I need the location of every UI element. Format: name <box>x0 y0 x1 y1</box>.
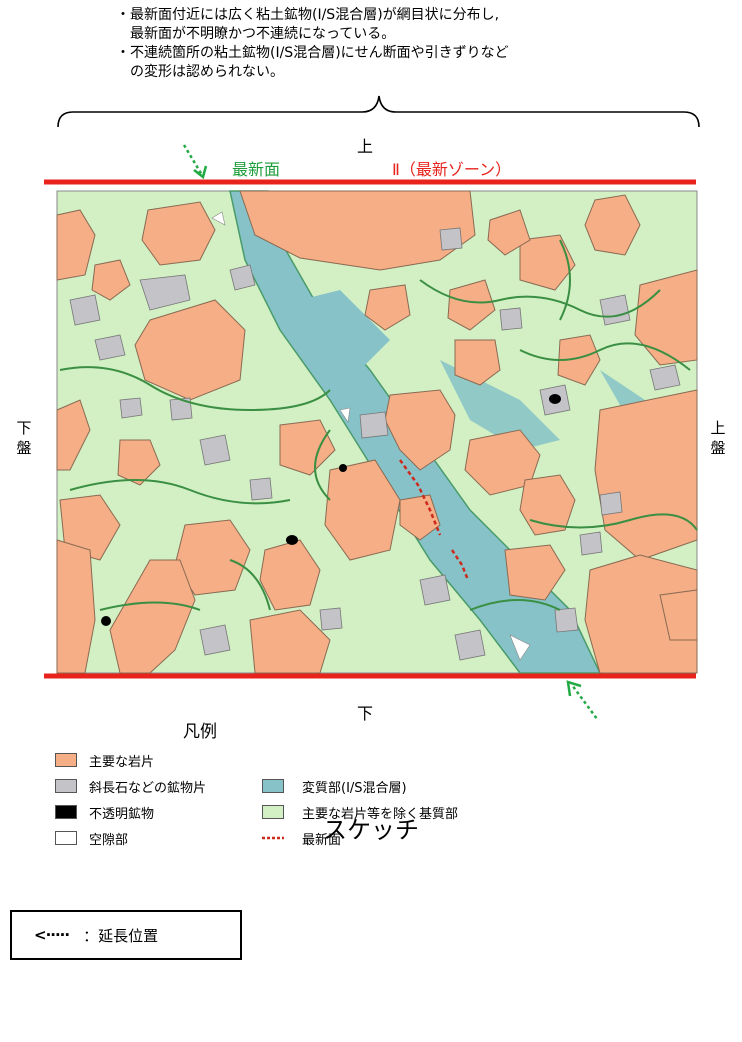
bottom-label: 下 <box>357 704 374 723</box>
voids <box>211 211 531 661</box>
legend-col-2: 変質部(I/S混合層) 主要な岩片等を除く基質部 最新面 <box>262 777 459 848</box>
extension-key-box: <····· ：延長位置 <box>10 910 242 960</box>
legend-item-matrix: 主要な岩片等を除く基質部 <box>262 803 459 822</box>
altered-patch <box>300 290 390 370</box>
extension-arrow-bottom <box>566 680 600 720</box>
top-label: 上 <box>357 137 374 156</box>
swatch-matrix <box>262 805 284 819</box>
swatch-mineral-fragment <box>55 779 77 793</box>
legend-item-latest-surface: 最新面 <box>262 829 458 848</box>
legend-item-void: 空隙部 <box>55 829 206 848</box>
right-label-char-2: 盤 <box>710 439 726 457</box>
legend-label: 不透明鉱物 <box>89 806 155 822</box>
dotted-arrow-icon: <····· <box>34 926 70 944</box>
legend-label: 最新面 <box>302 832 342 848</box>
notes-block: ・最新面付近には広く粘土鉱物(I/S混合層)が網目状に分布し, 最新面が不明瞭か… <box>116 6 509 82</box>
curly-brace <box>57 95 700 128</box>
note-line-1: ・最新面付近には広く粘土鉱物(I/S混合層)が網目状に分布し, <box>116 7 500 23</box>
legend-item-altered: 変質部(I/S混合層) <box>262 777 458 796</box>
legend-label: 斜長石などの鉱物片 <box>89 780 207 796</box>
left-side-label: 下 盤 <box>14 418 34 458</box>
legend-item-mineral-fragment: 斜長石などの鉱物片 <box>55 777 207 796</box>
latest-surface-label: 最新面 <box>232 160 281 179</box>
extension-arrow-top <box>182 144 208 180</box>
legend-col-1: 主要な岩片 斜長石などの鉱物片 不透明鉱物 空隙部 <box>55 751 207 848</box>
opaque-minerals <box>101 394 561 626</box>
legend-label: 主要な岩片等を除く基質部 <box>302 806 459 822</box>
note-line-3: ・不連続箇所の粘土鉱物(I/S混合層)にせん断面や引きずりなど <box>116 45 509 61</box>
swatch-opaque-mineral <box>55 805 77 819</box>
zone-label: Ⅱ（最新ゾーン） <box>392 160 512 179</box>
legend-label: 主要な岩片 <box>89 754 155 770</box>
swatch-void <box>55 831 77 845</box>
mineral-fragments <box>69 227 681 661</box>
swatch-latest-surface <box>262 836 284 840</box>
clay-veins <box>59 239 698 611</box>
altered-patch <box>440 360 560 450</box>
swatch-major-clast <box>55 753 77 767</box>
legend-label: 変質部(I/S混合層) <box>302 780 407 796</box>
extension-key-label: ：延長位置 <box>83 926 159 945</box>
note-line-2: 最新面が不明瞭かつ不連続になっている。 <box>116 26 396 42</box>
swatch-altered <box>262 779 284 793</box>
major-clasts <box>56 190 698 674</box>
legend-item-opaque-mineral: 不透明鉱物 <box>55 803 206 822</box>
right-label-char-1: 上 <box>710 419 726 437</box>
left-label-char-2: 盤 <box>16 439 32 457</box>
note-line-4: の変形は認められない。 <box>116 64 284 80</box>
fault-sketch <box>44 144 698 720</box>
latest-surface-trace <box>398 459 442 536</box>
latest-surface-trace <box>450 549 470 581</box>
sketch-caption: スケッチ <box>323 816 419 844</box>
left-label-char-1: 下 <box>16 419 32 437</box>
legend-title: 凡例 <box>183 722 217 742</box>
right-side-label: 上 盤 <box>708 418 728 458</box>
legend-label: 空隙部 <box>89 832 129 848</box>
legend-item-major-clast: 主要な岩片 <box>55 751 206 770</box>
